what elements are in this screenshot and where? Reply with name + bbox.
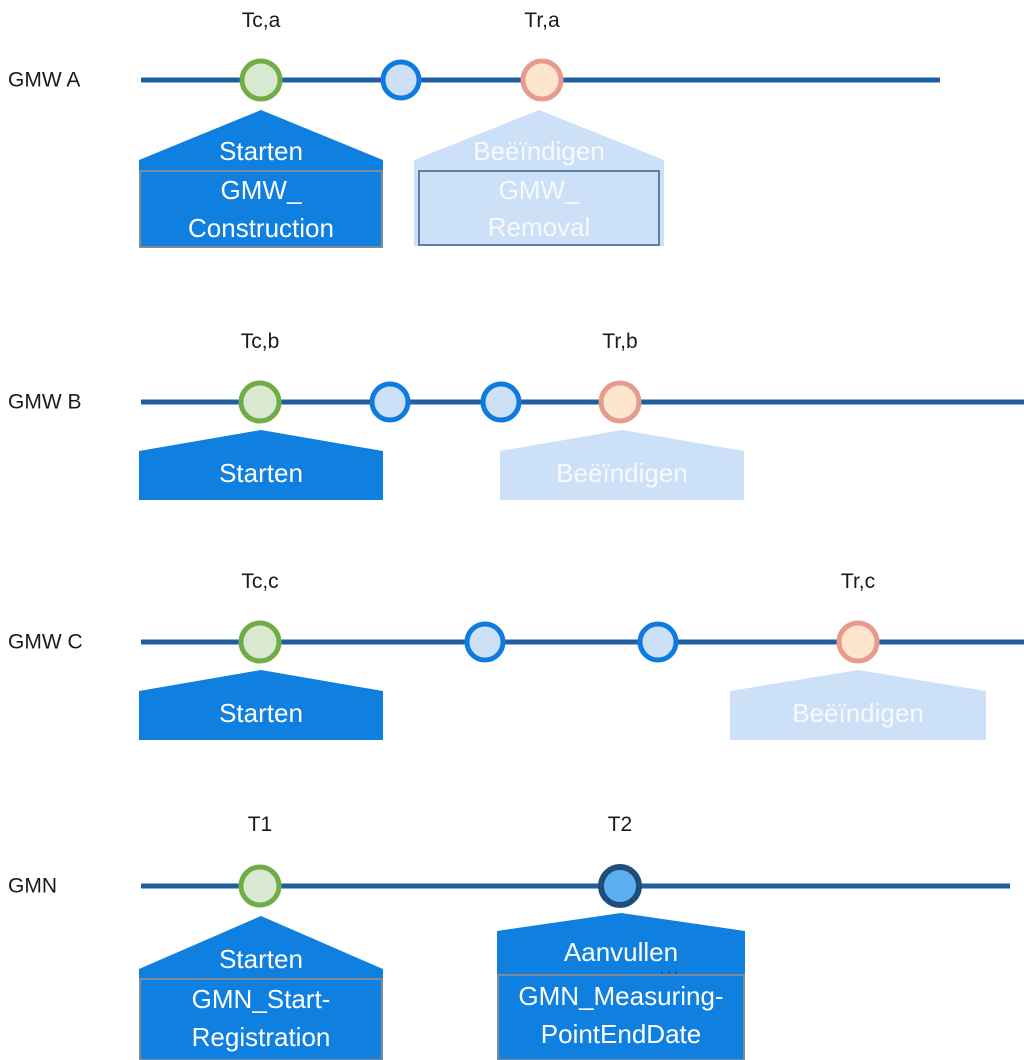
event-box-aanvullen xyxy=(497,974,745,1060)
event-box-line1-starten: GMW_ xyxy=(221,175,302,205)
event-group-gmw-a-starten[interactable]: Starten GMW_ Construction xyxy=(139,110,383,248)
event-box-line1-beeindigen: GMW_ xyxy=(499,175,580,205)
event-pentagon-starten xyxy=(139,670,383,740)
event-group-gmw-c-beeindigen[interactable]: Beëïndigen xyxy=(730,670,986,740)
time-label-t2: T2 xyxy=(608,813,633,836)
event-box-starten xyxy=(139,978,383,1060)
event-marker-icon xyxy=(380,59,422,101)
marker-gmw-a-end[interactable]: Tr,a xyxy=(520,9,564,102)
timeline-row-gmw-a: GMW A Beëïndigen GMW_ Removal Starten GM… xyxy=(8,9,940,248)
time-label-tc-b: Tc,b xyxy=(241,330,280,353)
event-group-gmw-a-beeindigen[interactable]: Beëïndigen GMW_ Removal xyxy=(414,110,664,246)
start-marker-icon xyxy=(238,380,282,424)
event-marker-icon xyxy=(369,381,411,423)
marker-gmw-c-end[interactable]: Tr,c xyxy=(836,570,880,664)
time-label-tr-c: Tr,c xyxy=(841,570,875,593)
row-label-gmw-a: GMW A xyxy=(8,69,80,92)
timeline-row-gmw-c: GMW C Beëïndigen Starten Tc,c Tr,c xyxy=(8,570,1024,740)
time-label-tr-b: Tr,b xyxy=(602,330,637,353)
event-box-starten xyxy=(139,170,383,248)
event-title-starten: Starten xyxy=(219,944,303,974)
event-box-line2-starten: Registration xyxy=(192,1022,331,1052)
event-group-gmn-aanvullen[interactable]: Aanvullen ··· GMN_Measuring- PointEndDat… xyxy=(497,913,745,1060)
timeline-row-gmn: GMN Aanvullen ··· GMN_Measuring- PointEn… xyxy=(8,813,1010,1060)
time-label-tc-a: Tc,a xyxy=(242,9,281,32)
event-title-beeindigen: Beëïndigen xyxy=(556,458,688,488)
event-group-gmw-c-starten[interactable]: Starten xyxy=(139,670,383,740)
marker-gmw-c-start[interactable]: Tc,c xyxy=(238,570,282,664)
event-box-line1-starten: GMN_Start- xyxy=(192,984,331,1014)
marker-gmw-b-start[interactable]: Tc,b xyxy=(238,330,282,424)
marker-gmw-b-end[interactable]: Tr,b xyxy=(598,330,642,424)
event-group-gmw-b-starten[interactable]: Starten xyxy=(139,430,383,500)
start-marker-icon xyxy=(239,58,283,102)
event-group-gmn-starten[interactable]: Starten GMN_Start- Registration xyxy=(139,916,383,1060)
time-label-tc-c: Tc,c xyxy=(241,570,278,593)
row-label-gmn: GMN xyxy=(8,875,57,898)
marker-gmw-b-intermediate-1[interactable] xyxy=(369,381,411,423)
event-pentagon-beeindigen xyxy=(730,670,986,740)
event-title-starten: Starten xyxy=(219,136,303,166)
start-marker-icon xyxy=(238,620,282,664)
event-box-beeindigen xyxy=(418,170,660,246)
end-marker-icon xyxy=(598,380,642,424)
event-box-line1-aanvullen: GMN_Measuring- xyxy=(518,981,723,1011)
event-box-line2-beeindigen: Removal xyxy=(488,212,591,242)
marker-gmn-start[interactable]: T1 xyxy=(238,813,282,908)
event-marker-icon xyxy=(464,621,506,663)
marker-gmw-c-intermediate-1[interactable] xyxy=(464,621,506,663)
event-title-beeindigen: Beëïndigen xyxy=(792,698,924,728)
time-label-tr-a: Tr,a xyxy=(524,9,560,32)
marker-gmw-c-intermediate-2[interactable] xyxy=(637,621,679,663)
event-marker-icon xyxy=(637,621,679,663)
event-box-line2-starten: Construction xyxy=(188,213,334,243)
gmn-t2-marker-icon xyxy=(598,864,642,908)
event-group-gmw-b-beeindigen[interactable]: Beëïndigen xyxy=(500,430,744,500)
timeline-row-gmw-b: GMW B Beëïndigen Starten Tc,b Tr,b xyxy=(8,330,1024,500)
end-marker-icon xyxy=(836,620,880,664)
event-pentagon-starten xyxy=(139,430,383,500)
marker-gmw-a-start[interactable]: Tc,a xyxy=(239,9,283,102)
event-title-starten: Starten xyxy=(219,458,303,488)
start-marker-icon xyxy=(238,864,282,908)
event-marker-icon xyxy=(480,381,522,423)
event-title-starten: Starten xyxy=(219,698,303,728)
marker-gmw-a-intermediate-1[interactable] xyxy=(380,59,422,101)
marker-gmw-b-intermediate-2[interactable] xyxy=(480,381,522,423)
row-label-gmw-b: GMW B xyxy=(8,391,82,414)
event-title-beeindigen: Beëïndigen xyxy=(473,136,605,166)
end-marker-icon xyxy=(520,58,564,102)
event-title-aanvullen: Aanvullen xyxy=(564,937,678,967)
row-label-gmw-c: GMW C xyxy=(8,631,83,654)
event-box-line2-aanvullen: PointEndDate xyxy=(541,1019,701,1049)
event-pentagon-beeindigen xyxy=(500,430,744,500)
marker-gmn-aanvullen[interactable]: T2 xyxy=(598,813,642,908)
time-label-t1: T1 xyxy=(248,813,273,836)
